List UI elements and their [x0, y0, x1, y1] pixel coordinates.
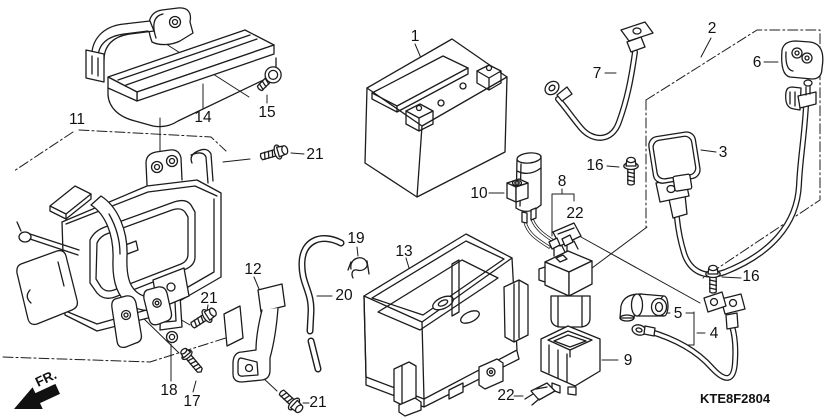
part-label-21c: 21 — [309, 394, 326, 411]
bolt-15 — [256, 66, 282, 92]
part-label-11: 11 — [69, 111, 85, 128]
battery-strap — [223, 283, 286, 383]
part-label-22a: 22 — [566, 205, 583, 222]
part-label-18: 18 — [160, 382, 177, 399]
part-label-5: 5 — [674, 305, 683, 322]
flange-bolt-middle — [190, 307, 217, 329]
cable-boot — [619, 293, 669, 322]
part-label-4: 4 — [710, 325, 719, 342]
drain-tube — [298, 235, 345, 373]
terminal-cap — [781, 40, 824, 80]
part-label-20: 20 — [335, 287, 353, 304]
part-label-17: 17 — [183, 393, 200, 410]
washer-18 — [165, 330, 179, 344]
part-label-3: 3 — [719, 144, 728, 161]
part-label-16a: 16 — [586, 157, 603, 174]
terminal-bolt-upper — [623, 156, 639, 186]
part-label-8: 8 — [558, 173, 567, 190]
part-label-16b: 16 — [742, 268, 759, 285]
ground-cable — [544, 21, 654, 141]
battery-box — [363, 233, 529, 417]
part-label-6: 6 — [753, 54, 762, 71]
flange-bolt-upper — [259, 144, 289, 161]
battery-tray — [85, 7, 277, 128]
positive-terminal-connector — [785, 79, 817, 111]
fuse-lower — [524, 382, 556, 406]
tube-clip — [347, 257, 370, 279]
part-label-21a: 21 — [306, 146, 323, 163]
part-label-21b: 21 — [200, 290, 217, 307]
assembly-boundary-lines — [2, 29, 821, 363]
part-label-14: 14 — [194, 109, 212, 126]
part-labels: 1 2 3 4 5 6 7 8 9 10 11 12 13 14 15 16 1… — [69, 20, 761, 411]
leader-lines — [139, 37, 779, 404]
battery — [364, 38, 508, 198]
part-label-2: 2 — [708, 20, 717, 37]
part-label-9: 9 — [624, 352, 633, 369]
fr-direction-arrow: FR. — [14, 367, 60, 409]
part-label-10: 10 — [470, 185, 488, 202]
part-label-7: 7 — [593, 65, 602, 82]
part-label-13: 13 — [395, 243, 412, 260]
flange-bolt-lower — [278, 389, 304, 414]
part-label-12: 12 — [244, 261, 261, 278]
part-label-19: 19 — [347, 230, 364, 247]
screw-17 — [180, 347, 203, 373]
battery-bracket — [16, 148, 222, 349]
part-label-1: 1 — [411, 28, 420, 45]
drawing-code: KTE8F2804 — [700, 391, 771, 406]
part-label-15: 15 — [258, 104, 275, 121]
terminal-bolt-lower — [703, 264, 727, 313]
starter-cable — [631, 293, 746, 381]
terminal-cover — [648, 131, 701, 192]
relay-boot — [540, 325, 601, 396]
relay-connector — [538, 234, 593, 328]
part-label-22b: 22 — [497, 387, 514, 404]
fuse-holder — [506, 152, 557, 249]
